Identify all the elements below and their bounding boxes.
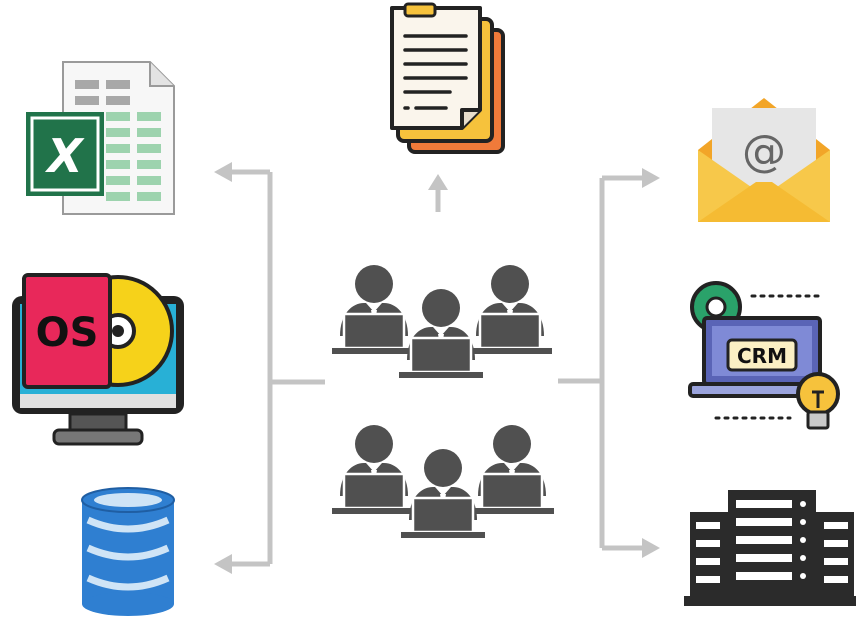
crm-label: CRM: [737, 344, 787, 368]
connector-right: [558, 175, 646, 551]
excel-spreadsheet-icon: X: [26, 61, 175, 215]
database-icon: [81, 487, 175, 616]
arrowhead-database: [214, 554, 232, 574]
connector-left: [228, 169, 325, 567]
arrowhead-servers: [642, 538, 660, 558]
documents-icon: [390, 2, 505, 154]
arrowhead-excel: [214, 162, 232, 182]
crm-icon: CRM: [688, 281, 840, 430]
os-label: OS: [36, 310, 99, 356]
at-sign: @: [742, 126, 786, 177]
team-of-workers-icon: [330, 263, 556, 540]
arrowhead-documents: [428, 174, 448, 190]
server-rack-icon: [684, 490, 856, 606]
arrowhead-email: [642, 168, 660, 188]
email-icon: @: [698, 98, 830, 222]
operating-system-icon: OS: [12, 273, 184, 446]
excel-letter: X: [44, 129, 85, 183]
